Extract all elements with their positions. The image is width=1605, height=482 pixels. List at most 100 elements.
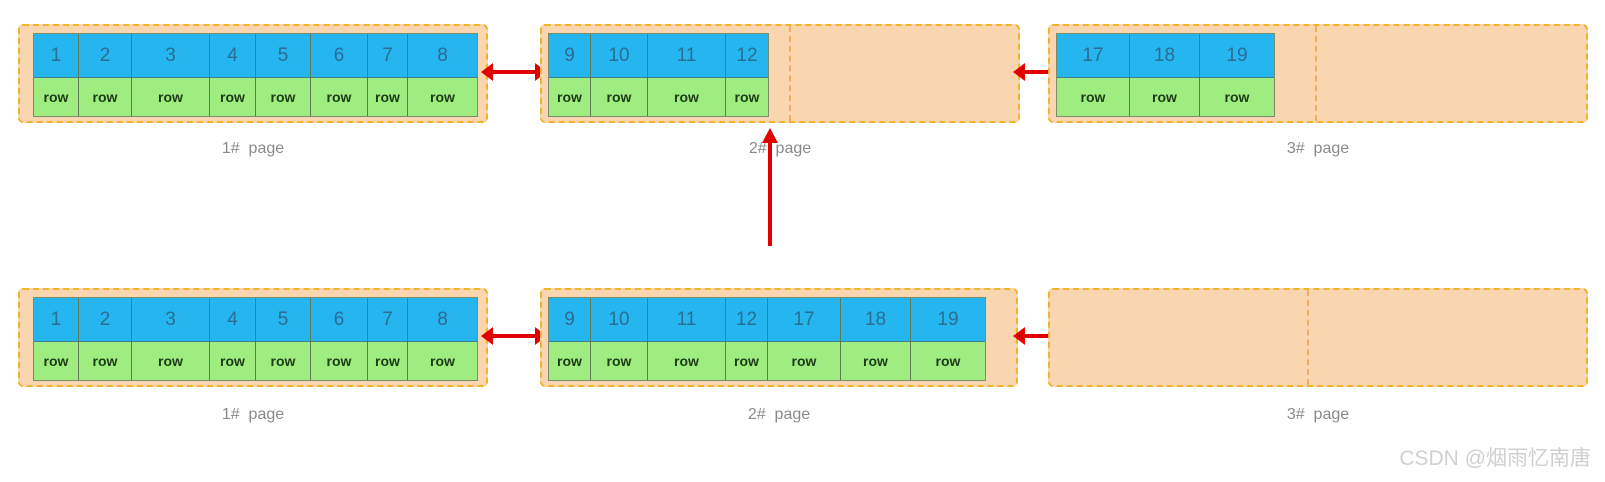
cell-row-label: row	[726, 342, 767, 380]
arrow-shaft	[490, 334, 538, 338]
page-label-top-1: 1# page	[221, 140, 285, 157]
page-container-bottom-3	[1048, 288, 1588, 387]
page-container-top-3: 17 row 18 row 19 row	[1048, 24, 1588, 123]
arrow-shaft	[490, 70, 538, 74]
csdn-watermark: CSDN @烟雨忆南唐	[1399, 447, 1591, 470]
cell[interactable]: 3 row	[132, 34, 210, 116]
page-container-top-1: 1 row 2 row 3 row 4 row 5 row 6 row	[18, 24, 724, 123]
cell-id: 11	[648, 298, 725, 342]
cell[interactable]: 8 row	[408, 34, 477, 116]
cell-row-label: row	[1057, 78, 1129, 116]
cell-row-label: row	[591, 342, 647, 380]
cell[interactable]: 17 row	[768, 298, 841, 380]
cell[interactable]: 12 row	[726, 34, 768, 116]
cell[interactable]: 18 row	[1130, 34, 1200, 116]
arrow-head-left	[1013, 327, 1025, 345]
cell-id: 1	[34, 298, 78, 342]
cell[interactable]: 11 row	[648, 298, 726, 380]
cell-row-label: row	[79, 342, 131, 380]
cell-row-label: row	[911, 342, 985, 380]
cell[interactable]: 10 row	[591, 298, 648, 380]
cell-row-label: row	[1200, 78, 1274, 116]
cell-row-label: row	[408, 342, 477, 380]
cell-id: 17	[1057, 34, 1129, 78]
page-inner-divider	[789, 26, 791, 121]
cell[interactable]: 12 row	[726, 298, 768, 380]
cell-row-label: row	[726, 78, 768, 116]
cell-row-label: row	[34, 78, 78, 116]
cell-id: 5	[256, 34, 310, 78]
cell[interactable]: 3 row	[132, 298, 210, 380]
arrow-head-left	[481, 63, 493, 81]
cell[interactable]: 1 row	[34, 34, 79, 116]
bidirectional-arrow-icon-top-left	[481, 62, 547, 82]
cell-row-label: row	[210, 342, 255, 380]
cell-id: 7	[368, 34, 407, 78]
cell-row-label: row	[132, 342, 209, 380]
cell-id: 3	[132, 298, 209, 342]
cell[interactable]: 4 row	[210, 34, 256, 116]
cell-row-label: row	[34, 342, 78, 380]
cell-id: 4	[210, 34, 255, 78]
cell-row-label: row	[311, 342, 367, 380]
cell[interactable]: 6 row	[311, 298, 368, 380]
cell-id: 18	[841, 298, 910, 342]
page-container-bottom-2: 9 row 10 row 11 row 12 row 17 row 18 row	[540, 288, 1018, 387]
cell-id: 2	[79, 298, 131, 342]
cell-row-label: row	[768, 342, 840, 380]
page-cells-bottom-2: 9 row 10 row 11 row 12 row 17 row 18 row	[548, 297, 986, 381]
cell-row-label: row	[79, 78, 131, 116]
bidirectional-arrow-icon-bottom-left	[481, 326, 547, 346]
cell-row-label: row	[311, 78, 367, 116]
cell-id: 19	[911, 298, 985, 342]
page-inner-divider	[1315, 26, 1317, 121]
cell[interactable]: 19 row	[1200, 34, 1274, 116]
cell[interactable]: 19 row	[911, 298, 985, 380]
cell-id: 2	[79, 34, 131, 78]
cell-id: 11	[648, 34, 725, 78]
cell-id: 8	[408, 34, 477, 78]
cell[interactable]: 5 row	[256, 34, 311, 116]
cell[interactable]: 8 row	[408, 298, 477, 380]
cell[interactable]: 4 row	[210, 298, 256, 380]
cell[interactable]: 9 row	[549, 34, 591, 116]
cell[interactable]: 6 row	[311, 34, 368, 116]
page-cells-top-1: 1 row 2 row 3 row 4 row 5 row 6 row	[33, 33, 478, 117]
cell[interactable]: 5 row	[256, 298, 311, 380]
cell-id: 6	[311, 34, 367, 78]
cell[interactable]: 7 row	[368, 34, 408, 116]
cell-id: 17	[768, 298, 840, 342]
cell-id: 5	[256, 298, 310, 342]
cell-id: 10	[591, 34, 647, 78]
page-cells-top-3: 17 row 18 row 19 row	[1056, 33, 1275, 117]
page-inner-divider	[1307, 290, 1309, 385]
cell[interactable]: 17 row	[1057, 34, 1130, 116]
page-label-bottom-3: 3# page	[1286, 406, 1350, 423]
page-cells-top-2: 9 row 10 row 11 row 12 row	[548, 33, 769, 117]
cell-row-label: row	[549, 342, 590, 380]
cell[interactable]: 1 row	[34, 298, 79, 380]
cell-id: 4	[210, 298, 255, 342]
cell[interactable]: 10 row	[591, 34, 648, 116]
cell[interactable]: 7 row	[368, 298, 408, 380]
cell-row-label: row	[132, 78, 209, 116]
page-label-top-2: 2# page	[748, 140, 812, 157]
cell-row-label: row	[591, 78, 647, 116]
cell-id: 7	[368, 298, 407, 342]
page-cells-bottom-1: 1 row 2 row 3 row 4 row 5 row 6 row	[33, 297, 478, 381]
cell-row-label: row	[256, 342, 310, 380]
cell-row-label: row	[1130, 78, 1199, 116]
cell[interactable]: 2 row	[79, 34, 132, 116]
arrow-shaft	[768, 142, 772, 246]
cell-id: 10	[591, 298, 647, 342]
cell[interactable]: 11 row	[648, 34, 726, 116]
arrow-head-left	[1013, 63, 1025, 81]
cell-row-label: row	[210, 78, 255, 116]
cell-id: 6	[311, 298, 367, 342]
cell[interactable]: 18 row	[841, 298, 911, 380]
cell-id: 3	[132, 34, 209, 78]
cell[interactable]: 9 row	[549, 298, 591, 380]
cell-row-label: row	[408, 78, 477, 116]
page-container-bottom-1: 1 row 2 row 3 row 4 row 5 row 6 row	[18, 288, 724, 387]
cell[interactable]: 2 row	[79, 298, 132, 380]
